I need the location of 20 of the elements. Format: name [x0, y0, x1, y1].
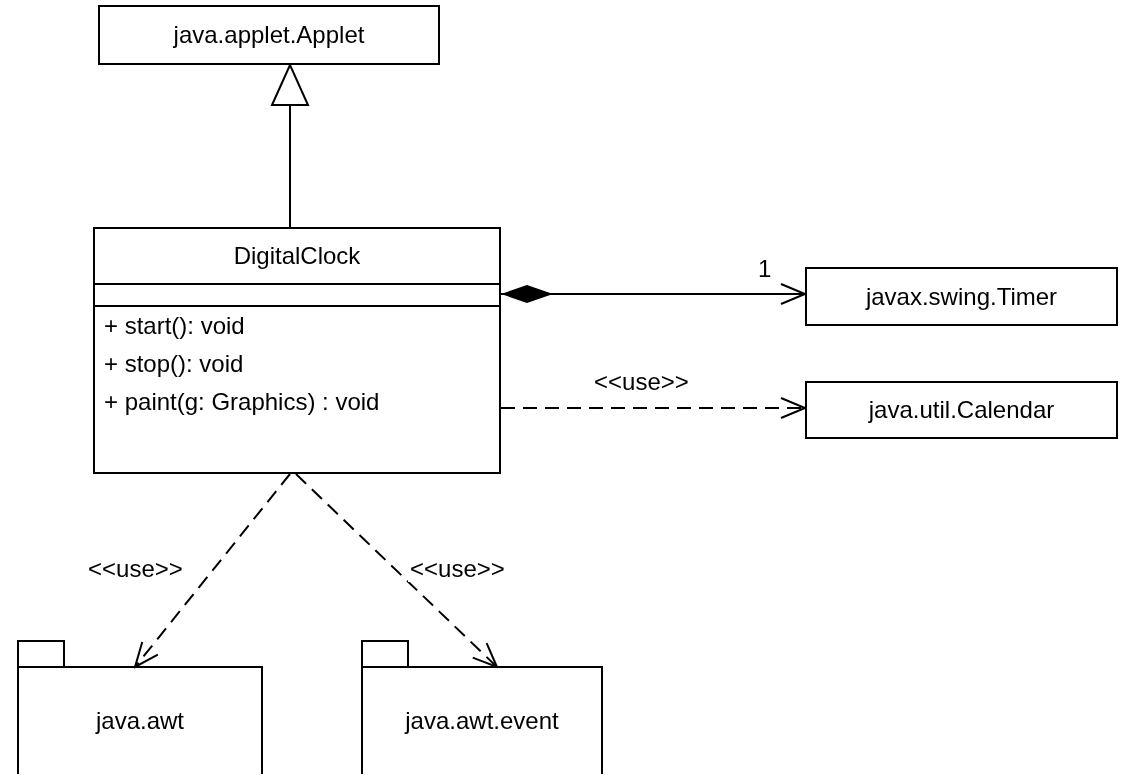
- dependency-arrow: [500, 397, 806, 419]
- package-name: java.awt.event: [405, 706, 559, 735]
- class-box: [98, 5, 440, 65]
- dependency-arrow: [295, 473, 498, 668]
- class-box: [805, 381, 1118, 439]
- class-name: javax.swing.Timer: [865, 282, 1058, 311]
- package-name: java.awt: [95, 706, 184, 735]
- composition-arrow: [500, 283, 806, 305]
- operation-text: + start(): void: [104, 312, 245, 339]
- class-box: [805, 267, 1118, 326]
- operation-text: + stop(): void: [104, 350, 244, 377]
- operation-text: + paint(g: Graphics) : void: [104, 388, 380, 415]
- class-name: java.applet.Applet: [173, 21, 365, 49]
- class-box: [93, 227, 501, 474]
- dependency-arrow: [134, 473, 291, 668]
- class-name: DigitalClock: [233, 242, 361, 270]
- generalization-arrow: [271, 64, 309, 228]
- package-shape: [17, 640, 263, 774]
- package-shape: [361, 640, 603, 774]
- class-name: java.util.Calendar: [868, 396, 1055, 424]
